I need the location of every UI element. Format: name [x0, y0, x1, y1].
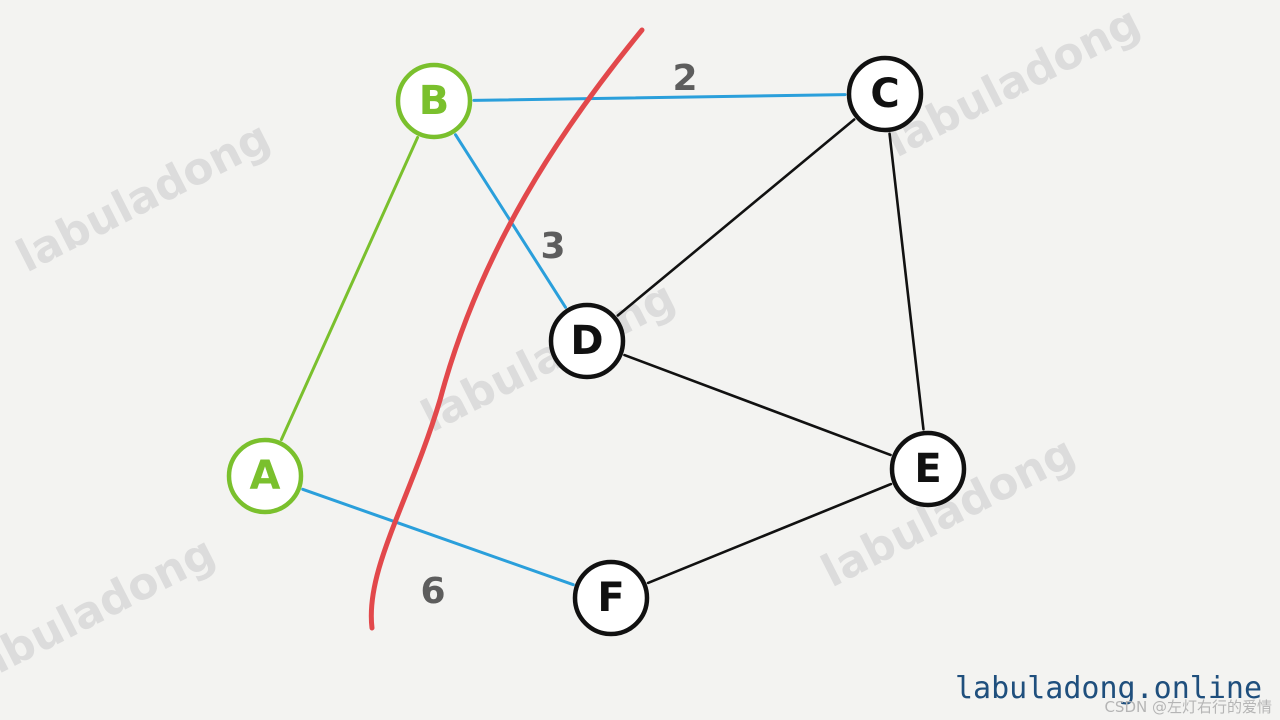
edge-layer — [279, 93, 925, 587]
edge-d-e — [623, 353, 892, 457]
edge-a-b — [279, 135, 420, 442]
edge-c-e — [888, 132, 925, 431]
credit-label: CSDN @左灯右行的爱情 — [1104, 698, 1272, 716]
node-circle — [226, 437, 304, 515]
node-label: C — [870, 71, 899, 117]
node-circle — [889, 430, 967, 508]
node-label: A — [250, 453, 281, 499]
node-b: B — [395, 62, 473, 140]
weight-layer: 2 3 6 — [420, 58, 697, 612]
site-label: labuladong.online — [955, 671, 1262, 706]
edge-weight-a-f: 6 — [420, 571, 445, 612]
node-circle — [548, 302, 626, 380]
node-circle — [572, 559, 650, 637]
node-d: D — [548, 302, 626, 380]
cut-line — [368, 27, 645, 631]
node-label: F — [597, 575, 624, 621]
edge-b-c — [472, 93, 847, 102]
edge-c-d — [616, 118, 856, 317]
node-circle — [846, 55, 924, 133]
node-label: E — [914, 446, 941, 492]
edge-weight-b-c: 2 — [672, 58, 697, 99]
node-circle — [395, 62, 473, 140]
edge-weight-b-d: 3 — [540, 226, 565, 267]
node-e: E — [889, 430, 967, 508]
node-f: F — [572, 559, 650, 637]
node-label: D — [570, 318, 603, 364]
edge-f-e — [646, 482, 893, 585]
node-c: C — [846, 55, 924, 133]
edge-a-f — [301, 487, 575, 587]
node-a: A — [226, 437, 304, 515]
node-layer: A B C D E F — [226, 55, 967, 637]
node-label: B — [419, 78, 450, 124]
